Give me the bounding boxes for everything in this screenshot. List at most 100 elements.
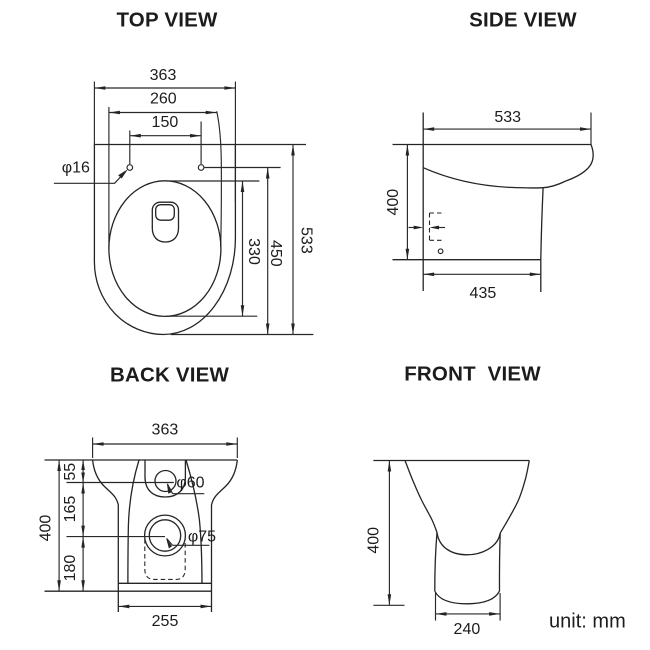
front-view-dim-height: 400: [366, 460, 405, 606]
back-view-dim-inlet-to-outlet-arrowhead: [81, 482, 85, 494]
back-view-outlet-inner-circle: [148, 519, 182, 552]
side-view-dim-height-label: 400: [385, 189, 402, 216]
top-view-rim-right-line: [216, 111, 222, 248]
top-view-dim-bowl-width-arrowhead: [108, 110, 120, 115]
back-view-dim-outlet-to-floor: 180: [62, 536, 85, 592]
back-view-dim-outlet-to-floor-arrowhead: [81, 536, 85, 548]
top-view-dim-bowl-length-arrowhead-2: [240, 305, 245, 317]
back-view-dim-top-to-inlet-arrowhead: [81, 460, 85, 470]
top-view-dim-overall-length: 533: [170, 143, 314, 336]
top-view-dim-bowl-width-label: 260: [150, 91, 177, 108]
back-view-dim-base-width-arrowhead: [118, 604, 130, 609]
front-view-dim-base-width: 240: [434, 593, 501, 638]
side-view-outline-edge-4: [422, 167, 567, 189]
back-view: BACK VIEW: [38, 364, 238, 630]
back-view-outline-edge-3: [210, 459, 238, 612]
back-view-dim-outlet-diameter: φ75: [166, 529, 216, 549]
side-view: SIDE VIEW: [385, 9, 594, 302]
back-view-dim-base-width-arrowhead-2: [200, 604, 212, 609]
top-view-drain-inner: [155, 204, 175, 221]
top-view-outline: [93, 107, 237, 336]
top-view-dim-overall-width: 363: [93, 67, 236, 202]
front-view-outline-edge-5: [434, 532, 438, 592]
back-view-dim-height-arrowhead-2: [57, 580, 61, 592]
front-view-outline-edge-2: [404, 460, 438, 533]
side-view-gap-arrows-arrowhead: [413, 225, 424, 230]
back-view-dim-inlet-to-outlet-label: 165: [62, 496, 79, 523]
back-view-dim-inlet-diameter-arrowhead: [166, 482, 172, 494]
top-view-title: TOP VIEW: [116, 9, 218, 32]
top-view-dim-overall-length-label: 533: [297, 227, 314, 254]
side-view-gap-arrows-arrowhead-2: [429, 225, 439, 230]
side-view-gap-arrows: [408, 225, 445, 230]
side-view-title: SIDE VIEW: [469, 9, 577, 32]
back-view-dim-outlet-diameter-label: φ75: [188, 529, 216, 546]
back-view-dim-base-width-label: 255: [152, 613, 179, 630]
back-view-dim-top-to-inlet-label: 55: [62, 463, 79, 481]
side-view-dim-base-depth-arrowhead: [423, 272, 435, 277]
top-view-dim-overall-width-arrowhead: [94, 86, 106, 90]
top-view-dim-hole-to-front: 450: [204, 166, 284, 335]
back-view-outline-edge-5: [185, 459, 203, 584]
side-view-dim-height: 400: [385, 144, 410, 260]
front-view-dim-height-arrowhead-2: [387, 594, 392, 606]
top-view-dim-hole-diameter-label: φ16: [62, 159, 90, 176]
top-view-dim-hole-diameter: φ16: [53, 159, 128, 184]
top-view-right-hole: [197, 164, 205, 171]
back-view-dim-inlet-to-outlet: 165: [62, 482, 85, 537]
unit-label: unit: mm: [549, 610, 626, 632]
front-view-dim-base-width-label: 240: [454, 621, 481, 638]
back-view-dim-outlet-diameter-line-2: [166, 538, 173, 546]
top-view-dim-bowl-length-label: 330: [245, 238, 262, 265]
back-view-dim-inlet-diameter: φ60: [166, 475, 205, 495]
back-view-dim-inlet-diameter-label: φ60: [176, 475, 204, 492]
top-view-dim-overall-width-arrowhead-2: [224, 86, 236, 90]
side-view-dim-height-arrowhead-2: [405, 248, 410, 260]
side-view-dim-overall-depth-arrowhead: [423, 127, 435, 131]
front-view-dim-base-width-arrowhead-2: [489, 612, 501, 616]
back-view-dim-overall-width-arrowhead-2: [226, 442, 238, 446]
side-view-dim-height-arrowhead: [405, 144, 410, 156]
side-view-outline-edge-5: [540, 187, 544, 292]
top-view-dim-overall-length-arrowhead: [291, 144, 295, 156]
back-view-dim-outlet-diameter-arrowhead: [166, 537, 172, 549]
back-view-dim-top-to-inlet: 55: [62, 460, 85, 483]
top-view-dim-hole-to-front-arrowhead: [265, 167, 270, 179]
top-view-dim-hole-diameter-arrowhead: [118, 169, 128, 179]
front-view-dim-base-width-arrowhead: [435, 612, 447, 616]
top-view-bowl: [108, 180, 222, 318]
side-view-dim-overall-depth-label: 533: [494, 109, 521, 126]
back-view-dim-top-to-inlet-arrowhead-2: [81, 472, 85, 483]
back-view-dim-overall-width-arrowhead: [92, 442, 104, 446]
top-view-dim-hole-spacing-label: 150: [152, 114, 179, 131]
back-view-outline-edge-2: [91, 459, 119, 612]
top-view-dim-hole-spacing: 150: [129, 114, 202, 164]
side-view-outline: [392, 112, 594, 292]
top-view-dim-bowl-length: 330: [166, 180, 262, 317]
back-view-dim-overall-width: 363: [92, 422, 238, 458]
side-view-dim-overall-depth: 533: [423, 109, 592, 145]
back-view-dim-outlet-to-floor-arrowhead-2: [81, 580, 85, 592]
front-view-outline: [373, 459, 530, 605]
side-view-outline-edge-3: [565, 144, 594, 182]
top-view-dim-hole-to-front-arrowhead-2: [265, 323, 270, 335]
top-view-left-hole: [126, 164, 134, 171]
front-view-outline-edge-7: [434, 590, 501, 605]
top-view-dim-overall-length-arrowhead-2: [291, 323, 295, 335]
back-view-dim-outlet-to-floor-label: 180: [62, 555, 79, 582]
top-view-outline-edge: [93, 143, 237, 336]
back-view-dim-height-arrowhead: [57, 460, 61, 471]
top-view-dim-bowl-width: 260: [108, 91, 217, 115]
top-view: TOP VIEW 363: [53, 9, 314, 336]
side-view-dim-base-depth-label: 435: [470, 285, 497, 302]
front-view-outline-edge-6: [498, 532, 501, 592]
back-view-outline-edge-6: [144, 460, 187, 498]
side-view-dim-base-depth-arrowhead-2: [529, 272, 541, 277]
front-view: FRONT VIEW 400: [366, 363, 542, 639]
side-view-dim-base-depth: 435: [423, 272, 541, 302]
back-view-title: BACK VIEW: [110, 364, 230, 387]
back-view-dim-height-label: 400: [38, 515, 55, 542]
side-view-dim-overall-depth-arrowhead-2: [580, 127, 591, 131]
